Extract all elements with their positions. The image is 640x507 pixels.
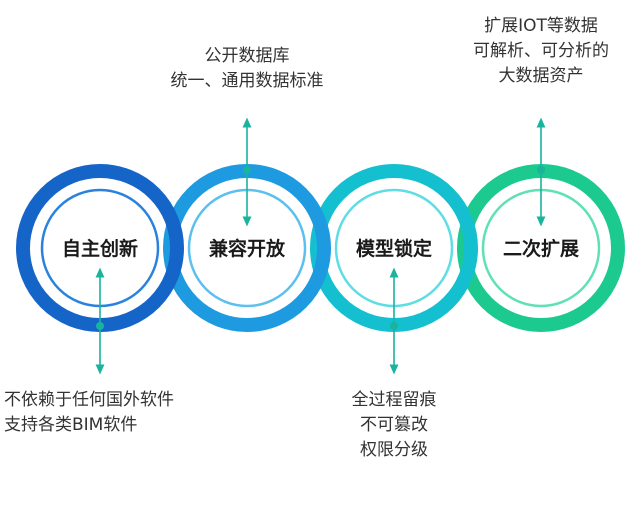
caption-bottom-3-line-3: 权限分级 <box>360 440 428 460</box>
caption-top-4-line-3: 大数据资产 <box>498 66 584 86</box>
caption-top-4: 扩展IOT等数据 可解析、可分析的 大数据资产 <box>446 14 636 89</box>
node-2: 兼容开放 <box>163 117 331 332</box>
node-2-label: 兼容开放 <box>209 237 286 260</box>
node-1-label: 自主创新 <box>62 237 138 260</box>
caption-bottom-1-line-2: 支持各类BIM软件 <box>4 415 138 435</box>
node-1-connector-dot <box>96 322 104 330</box>
node-4-label: 二次扩展 <box>503 237 579 260</box>
node-2-connector-dot <box>243 166 251 174</box>
node-4: 二次扩展 <box>457 117 625 332</box>
caption-bottom-3: 全过程留痕 不可篡改 权限分级 <box>319 388 469 463</box>
node-4-connector-dot <box>537 166 545 174</box>
node-4-center <box>493 200 589 296</box>
caption-bottom-1: 不依赖于任何国外软件 支持各类BIM软件 <box>4 388 224 438</box>
caption-bottom-1-line-1: 不依赖于任何国外软件 <box>4 390 174 410</box>
caption-top-2: 公开数据库 统一、通用数据标准 <box>147 44 347 94</box>
caption-top-2-line-2: 统一、通用数据标准 <box>170 71 324 91</box>
node-2-center <box>199 200 295 296</box>
caption-top-4-line-1: 扩展IOT等数据 <box>484 16 598 36</box>
node-1: 自主创新 <box>16 164 184 375</box>
caption-top-4-line-2: 可解析、可分析的 <box>473 41 609 61</box>
caption-top-2-line-1: 公开数据库 <box>204 46 290 66</box>
node-3-center <box>346 200 442 296</box>
caption-bottom-3-line-2: 不可篡改 <box>360 415 428 435</box>
caption-bottom-3-line-1: 全过程留痕 <box>351 390 437 410</box>
node-1-center <box>52 200 148 296</box>
node-3-connector-dot <box>390 322 398 330</box>
node-3-label: 模型锁定 <box>356 237 432 260</box>
node-3: 模型锁定 <box>310 164 478 375</box>
